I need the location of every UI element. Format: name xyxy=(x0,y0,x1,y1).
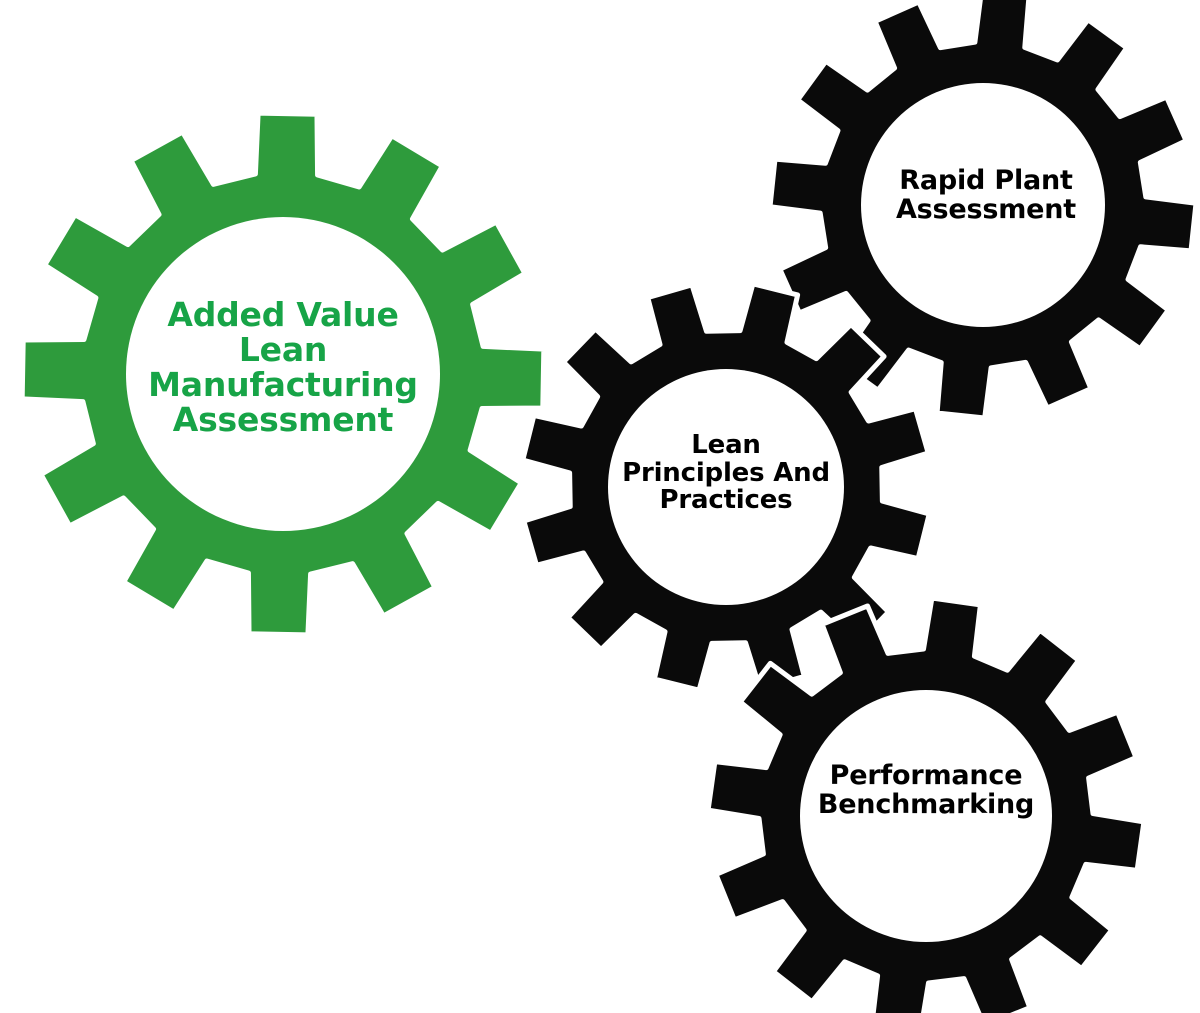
gear-rapid-plant-assessment xyxy=(767,0,1199,421)
gear-hub-lean-principles-and-practices xyxy=(608,369,844,605)
gear-performance-benchmarking xyxy=(705,595,1147,1013)
gear-added-value-lean-manufacturing-assessment xyxy=(19,110,547,638)
gear-lean-principles-and-practices xyxy=(520,281,932,693)
gear-hub-rapid-plant-assessment xyxy=(861,83,1105,327)
gear-hub-performance-benchmarking xyxy=(800,690,1052,942)
gear-hub-added-value-lean-manufacturing-assessment xyxy=(126,217,440,531)
